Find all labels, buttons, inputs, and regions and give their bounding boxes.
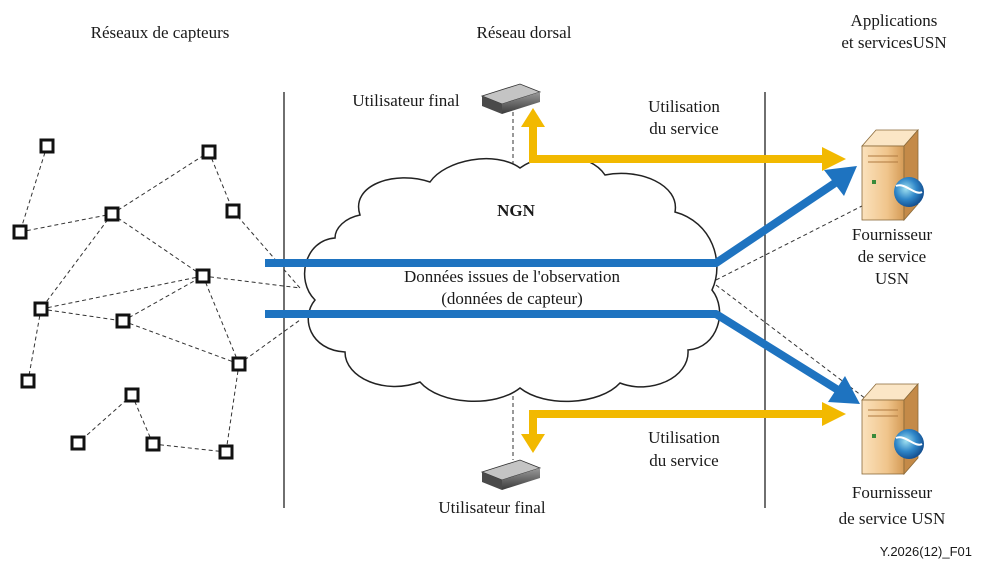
- provider-top-line2: de service: [858, 247, 926, 266]
- provider-bottom-line2: de service USN: [839, 509, 946, 528]
- server-icon: [861, 128, 924, 222]
- sensor-node: [20, 373, 36, 389]
- sensor-node: [33, 301, 49, 317]
- sensor-node: [124, 387, 140, 403]
- service-usage-arrows: [521, 108, 846, 453]
- apps-label-line2: et servicesUSN: [841, 33, 946, 52]
- sensor-node: [70, 435, 86, 451]
- sensor-node: [201, 144, 217, 160]
- end-user-bottom-label: Utilisateur final: [438, 498, 545, 517]
- server-icon: [861, 382, 924, 476]
- sensor-node: [225, 203, 241, 219]
- provider-top-line3: USN: [875, 269, 909, 288]
- figure-id: Y.2026(12)_F01: [880, 544, 972, 559]
- sensor-node: [231, 356, 247, 372]
- data-label-line1: Données issues de l'observation: [404, 267, 620, 286]
- usage-bottom-line2: du service: [649, 451, 718, 470]
- apps-label-line1: Applications: [851, 11, 938, 30]
- sensor-nodes: [12, 138, 247, 460]
- data-label-line2: (données de capteur): [441, 289, 583, 308]
- sensor-node: [104, 206, 120, 222]
- ngn-cloud: [304, 155, 721, 403]
- sensor-node: [12, 224, 28, 240]
- sensor-node: [115, 313, 131, 329]
- sensor-node: [218, 444, 234, 460]
- terminal-icon: [480, 83, 542, 114]
- data-flow-arrows: [265, 166, 860, 404]
- end-user-top-label: Utilisateur final: [352, 91, 459, 110]
- usage-top-line1: Utilisation: [648, 97, 720, 116]
- usage-top-line2: du service: [649, 119, 718, 138]
- usage-bottom-line1: Utilisation: [648, 428, 720, 447]
- terminal-icon: [480, 459, 542, 490]
- sensor-node: [145, 436, 161, 452]
- sensor-networks-label: Réseaux de capteurs: [91, 23, 230, 42]
- backbone-label: Réseau dorsal: [477, 23, 572, 42]
- sensor-node: [195, 268, 211, 284]
- sensor-node: [39, 138, 55, 154]
- provider-bottom-line1: Fournisseur: [852, 483, 933, 502]
- ngn-label: NGN: [497, 201, 536, 220]
- provider-top-line1: Fournisseur: [852, 225, 933, 244]
